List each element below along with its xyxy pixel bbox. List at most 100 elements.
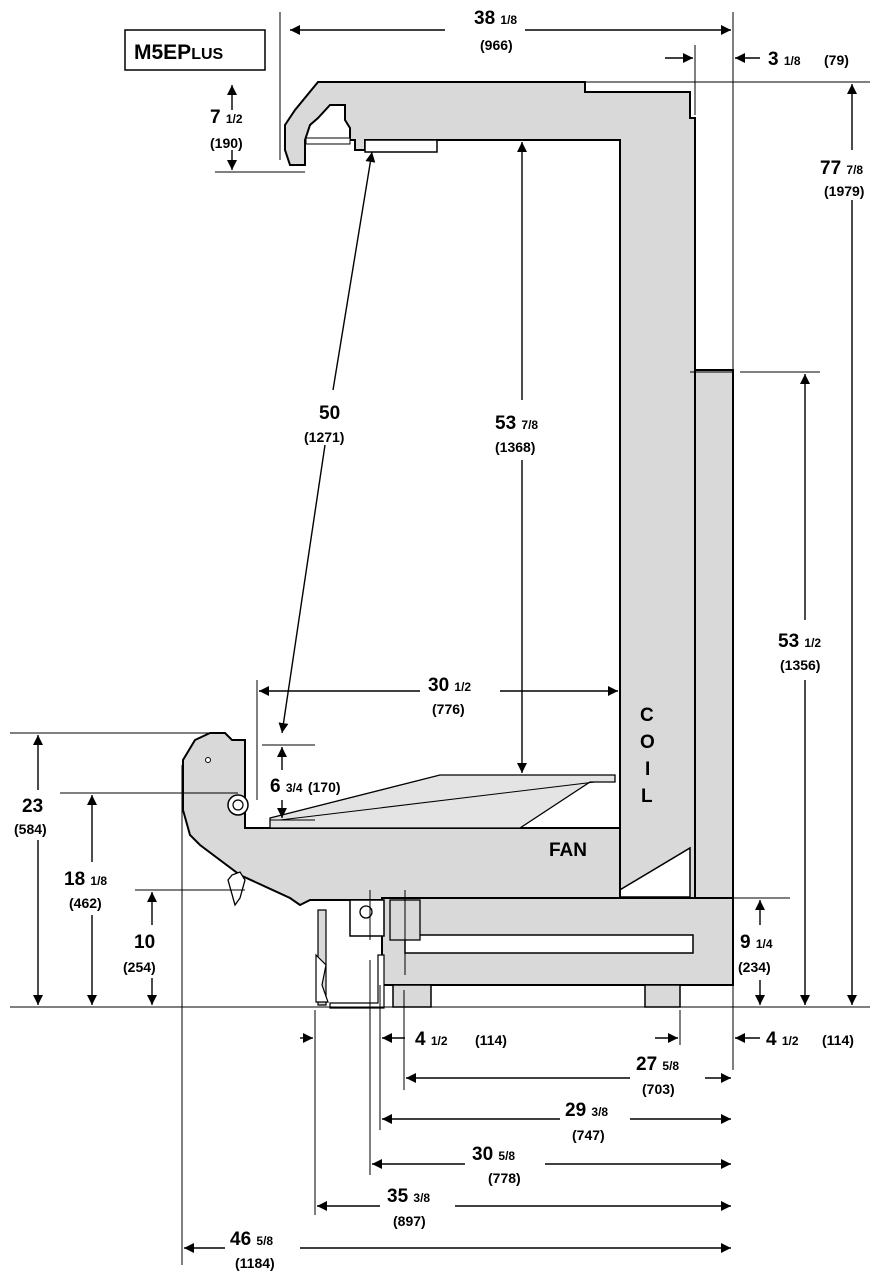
svg-text:46 5/8: 46 5/8 (230, 1229, 273, 1250)
dim-display-depth-whole: 30 (428, 675, 449, 696)
svg-text:30 5/8: 30 5/8 (472, 1144, 515, 1165)
dim-front-lip-whole: 6 (270, 776, 281, 797)
rear-foot (644, 984, 681, 1008)
dim-front-foot-offset-metric: (114) (475, 1032, 507, 1048)
dim-overall-width-top-whole: 38 (474, 8, 495, 29)
dim-rear-foot-offset-metric: (114) (822, 1032, 854, 1048)
drip-bulge (227, 871, 246, 907)
display-deck (269, 774, 616, 829)
svg-text:M5EPLUS: M5EPLUS (134, 41, 224, 64)
dim-kick-height-whole: 10 (134, 932, 155, 953)
fan-label: FAN (549, 840, 587, 861)
dim-base-depth-frac: 3/8 (591, 1105, 608, 1119)
canopy-light (364, 139, 438, 153)
svg-text:38 1/8: 38 1/8 (474, 8, 517, 29)
svg-text:4 1/2: 4 1/2 (415, 1029, 448, 1050)
dim-foot-span-frac: 5/8 (662, 1059, 679, 1073)
dim-front-lip-frac: 3/4 (286, 781, 303, 795)
dim-back-offset-top-metric: (79) (824, 52, 849, 68)
dim-rear-section-height-frac: 1/2 (804, 636, 821, 650)
dim-kick-height-metric: (254) (123, 959, 156, 975)
dim-canopy-height-frac: 1/2 (226, 112, 243, 126)
coil-letter-c: C (640, 705, 654, 726)
dim-lower-depth-frac: 5/8 (498, 1149, 515, 1163)
dim-rear-section-height-whole: 53 (778, 631, 799, 652)
dim-bumper-height-metric: (462) (69, 895, 102, 911)
raceway (315, 953, 329, 1003)
dim-base-depth-metric: (747) (572, 1127, 605, 1143)
dim-canopy-height-whole: 7 (210, 107, 221, 128)
svg-text:53 1/2: 53 1/2 (778, 631, 821, 652)
front-foot (392, 984, 432, 1008)
dim-back-offset-top-frac: 1/8 (784, 54, 801, 68)
model-label: M5EPLUS (124, 29, 266, 71)
dim-diagonal-metric: (1271) (304, 429, 344, 445)
dim-lower-depth-whole: 30 (472, 1144, 493, 1165)
dim-display-depth-frac: 1/2 (454, 680, 471, 694)
svg-text:53 7/8: 53 7/8 (495, 413, 538, 434)
rear-section (694, 369, 734, 986)
dim-overall-height-metric: (1979) (824, 183, 864, 199)
dim-overall-depth-whole: 46 (230, 1229, 251, 1250)
dim-overall-depth-frac: 5/8 (256, 1234, 273, 1248)
dim-overall-width-top-metric: (966) (480, 37, 513, 53)
svg-text:4 1/2: 4 1/2 (766, 1029, 799, 1050)
svg-text:18 1/8: 18 1/8 (64, 869, 107, 890)
svg-text:35 3/8: 35 3/8 (387, 1186, 430, 1207)
dim-front-height-whole: 23 (22, 796, 43, 817)
coil-letter-i: I (645, 759, 650, 780)
dim-rear-section-height-metric: (1356) (780, 657, 820, 673)
dim-front-foot-offset-frac: 1/2 (431, 1034, 448, 1048)
dim-display-height-whole: 53 (495, 413, 516, 434)
dim-display-height-frac: 7/8 (521, 418, 538, 432)
part-labels: C O I L FAN (549, 705, 655, 861)
dim-back-offset-top-whole: 3 (768, 49, 779, 70)
extension-lines (10, 12, 870, 1265)
dim-front-height-metric: (584) (14, 821, 47, 837)
dim-front-lip-metric: (170) (308, 779, 341, 795)
dim-foot-span-metric: (703) (642, 1081, 675, 1097)
dimension-labels: 38 1/8 (966) 3 1/8 (79) 7 1/2 (190) 77 7… (14, 8, 864, 1271)
dim-base-height-whole: 9 (740, 932, 751, 953)
canopy-lip (305, 137, 351, 145)
dim-overall-height-frac: 7/8 (846, 163, 863, 177)
dim-bumper-height-frac: 1/8 (90, 874, 107, 888)
coil-letter-o: O (640, 732, 655, 753)
svg-text:77 7/8: 77 7/8 (820, 158, 863, 179)
svg-text:29 3/8: 29 3/8 (565, 1100, 608, 1121)
svg-text:30 1/2: 30 1/2 (428, 675, 471, 696)
dim-overall-depth-metric: (1184) (235, 1255, 275, 1271)
dim-lower-depth-metric: (778) (488, 1170, 521, 1186)
model-label-suffix: LUS (191, 46, 223, 63)
dim-front-foot-offset-whole: 4 (415, 1029, 426, 1050)
model-label-box (124, 29, 266, 71)
dim-foot-span-whole: 27 (636, 1054, 657, 1075)
dim-rear-foot-offset-whole: 4 (766, 1029, 777, 1050)
dim-base-depth-whole: 29 (565, 1100, 586, 1121)
dim-base-height-metric: (234) (738, 959, 771, 975)
svg-text:9 1/4: 9 1/4 (740, 932, 773, 953)
svg-text:27 5/8: 27 5/8 (636, 1054, 679, 1075)
dim-base-height-frac: 1/4 (756, 937, 773, 951)
dim-overall-width-top-frac: 1/8 (500, 13, 517, 27)
coil-letter-l: L (641, 786, 653, 807)
case-body (182, 81, 734, 1009)
dim-diagonal-whole: 50 (319, 403, 340, 424)
front-bumper-knob (227, 794, 249, 816)
dim-overall-height-whole: 77 (820, 158, 841, 179)
svg-text:10: 10 (134, 932, 155, 953)
svg-text:3 1/8: 3 1/8 (768, 49, 801, 70)
dim-rear-foot-offset-frac: 1/2 (782, 1034, 799, 1048)
dim-depth-to-panel-whole: 35 (387, 1186, 409, 1207)
canopy-and-back-panel (284, 81, 696, 899)
base-rail (404, 934, 694, 954)
svg-text:50: 50 (319, 403, 340, 424)
model-label-main: M5EP (134, 41, 191, 64)
dim-display-depth-metric: (776) (432, 701, 465, 717)
dimension-lines (33, 25, 857, 1253)
svg-text:23: 23 (22, 796, 43, 817)
dim-depth-to-panel-frac: 3/8 (413, 1191, 430, 1205)
dim-canopy-height-metric: (190) (210, 135, 243, 151)
svg-text:6 3/4 (170): 6 3/4 (170) (270, 776, 341, 797)
